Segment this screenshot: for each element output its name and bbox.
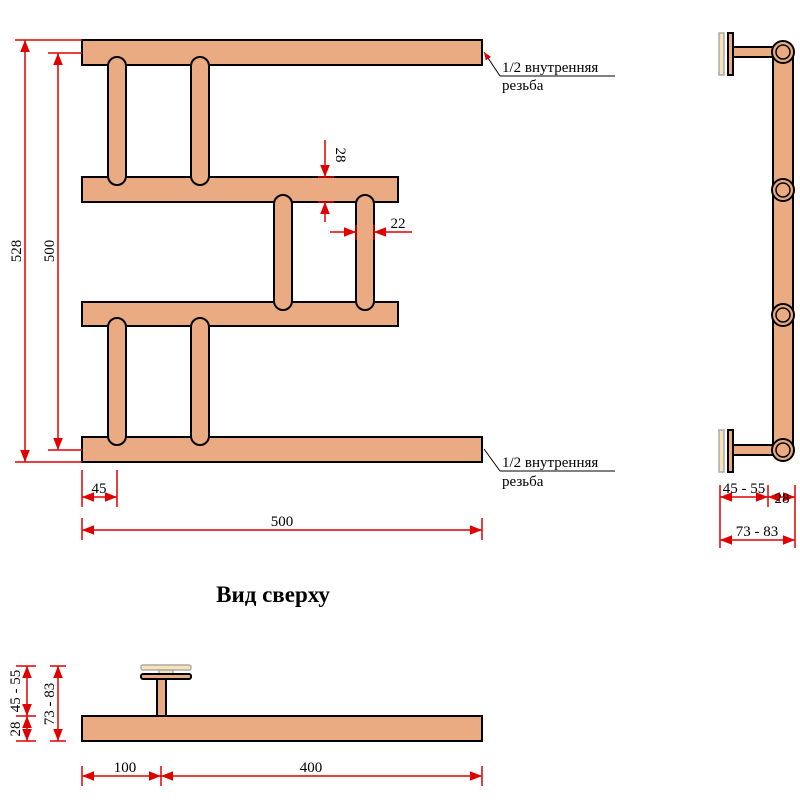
thread-label-line1: 1/2 внутренняя: [502, 60, 598, 76]
dim-label: 400: [300, 760, 323, 776]
dim-500-horizontal: 500: [81, 514, 483, 540]
side-vertical-pipe: [772, 51, 794, 451]
top-view: 45 - 55 28 73 - 83 100 400: [8, 664, 483, 786]
thread-label-top: 1/2 внутренняя резьба: [483, 51, 615, 94]
vertical-tube: [355, 194, 375, 311]
dim-label: 528: [9, 240, 25, 263]
dim-528: 528: [9, 39, 82, 463]
top-view-pipe: [81, 715, 483, 742]
side-view: 45 - 55 28 73 - 83: [718, 32, 796, 548]
bracket-stem: [156, 678, 167, 717]
top-view-title: Вид сверху: [216, 582, 330, 607]
dim-label: 28: [8, 722, 24, 737]
vertical-tube: [273, 194, 293, 311]
thread-label-line1: 1/2 внутренняя: [502, 455, 598, 471]
vertical-tube: [107, 56, 127, 186]
dim-45: 45: [81, 470, 118, 507]
dim-22: 22: [330, 216, 412, 240]
dim-label: 73 - 83: [42, 683, 58, 726]
dim-500-vertical: 500: [42, 52, 82, 451]
lower-middle-pipe: [81, 301, 399, 327]
dim-label: 45 - 55: [8, 670, 24, 713]
dim-label: 28: [332, 148, 348, 163]
upper-middle-pipe: [81, 176, 399, 203]
bottom-horizontal-pipe: [81, 436, 483, 463]
vertical-tube: [107, 317, 127, 446]
dim-label: 500: [271, 514, 294, 530]
top-horizontal-pipe: [81, 39, 483, 66]
dim-label: 28: [775, 491, 790, 507]
dim-label: 100: [114, 760, 137, 776]
dim-label: 73 - 83: [736, 524, 779, 540]
vertical-tube: [190, 56, 210, 186]
bracket-arm: [732, 444, 776, 456]
dim-label: 500: [42, 240, 58, 263]
thread-label-line2: резьба: [502, 474, 544, 490]
vertical-tube: [190, 317, 210, 446]
thread-label-bottom: 1/2 внутренняя резьба: [483, 448, 615, 490]
front-view: 528 500 45 500 28: [9, 39, 615, 540]
thread-label-line2: резьба: [502, 78, 544, 94]
dim-label: 45: [92, 481, 107, 497]
bracket-arm: [732, 46, 776, 58]
dim-label: 45 - 55: [723, 481, 766, 497]
dim-label: 22: [391, 216, 406, 232]
dim-28: 28: [318, 140, 348, 222]
